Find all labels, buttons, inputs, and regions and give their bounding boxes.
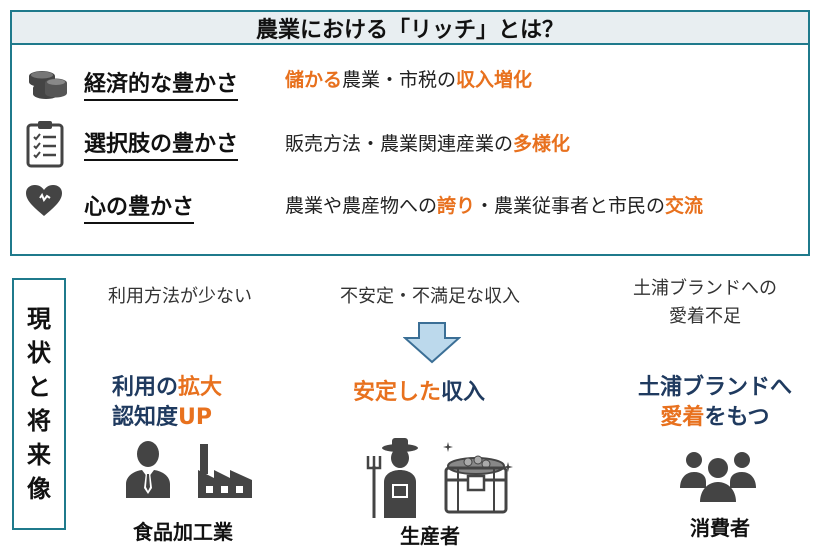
side-label-current-future: 現 状 と 将 来 像	[12, 278, 66, 530]
current-right-line1: 土浦ブランドへの	[633, 278, 777, 299]
farmer-icon	[366, 436, 428, 520]
businessman-icon	[124, 440, 172, 500]
row-desc-choice: 販売方法・農業関連産業の多様化	[285, 130, 570, 158]
heart-icon	[24, 184, 64, 218]
checklist-icon	[26, 120, 64, 168]
goal-text: 認知度	[112, 405, 179, 430]
goal-text: 利用の	[112, 375, 179, 400]
row-desc-heart: 農業や農産物への誇り・農業従事者と市民の交流	[285, 192, 703, 220]
side-char: 来	[27, 441, 51, 469]
actor-food-processing: 食品加工業	[133, 520, 233, 544]
desc-highlight: 収入増化	[456, 69, 533, 91]
desc-text: 農業や農産物への	[285, 195, 438, 217]
side-char: 将	[27, 407, 51, 435]
desc-highlight: 誇り	[437, 195, 476, 217]
side-char: 現	[27, 305, 51, 333]
goal-highlight: 愛着	[660, 405, 705, 430]
side-char: 像	[27, 475, 51, 503]
goal-text: をもつ	[704, 405, 770, 430]
actor-producer: 生産者	[400, 524, 460, 548]
desc-highlight: 交流	[665, 195, 704, 217]
desc-highlight: 儲かる	[285, 69, 343, 91]
goal-text: 土浦ブランドへ	[637, 375, 792, 400]
row-label-choice: 選択肢の豊かさ	[84, 131, 239, 161]
title-bar: 農業における「リッチ」とは？	[10, 10, 810, 45]
people-group-icon	[680, 448, 756, 504]
current-right-line2: 愛着不足	[669, 306, 741, 327]
desc-text: 農業・市税の	[342, 69, 457, 91]
row-label-heart: 心の豊かさ	[84, 194, 195, 224]
treasure-chest-icon	[438, 436, 518, 516]
current-right: 土浦ブランドへの 愛着不足	[600, 275, 810, 331]
goal-highlight: UP	[178, 405, 213, 430]
future-center: 安定した収入	[353, 378, 485, 408]
actor-consumer: 消費者	[690, 516, 750, 540]
side-char: 状	[27, 339, 51, 367]
desc-text: 販売方法・農業関連産業の	[285, 133, 514, 155]
goal-highlight: 安定した	[353, 380, 442, 405]
factory-icon	[196, 444, 254, 500]
future-left: 利用の拡大 認知度UP	[112, 373, 222, 433]
row-desc-economic: 儲かる農業・市税の収入増化	[285, 66, 532, 94]
diagram-title: 農業における「リッチ」とは？	[255, 17, 564, 43]
future-right: 土浦ブランドへ 愛着をもつ	[620, 373, 810, 433]
current-center: 不安定・不満足な収入	[340, 286, 520, 307]
desc-highlight: 多様化	[513, 133, 571, 155]
goal-highlight: 拡大	[178, 375, 223, 400]
goal-text: 収入	[441, 380, 486, 405]
coins-icon	[26, 66, 70, 100]
current-left: 利用方法が少ない	[108, 286, 252, 307]
desc-text: ・農業従事者と市民の	[475, 195, 666, 217]
side-char: と	[27, 373, 51, 401]
row-label-economic: 経済的な豊かさ	[84, 71, 239, 101]
down-arrow-icon	[403, 322, 461, 364]
